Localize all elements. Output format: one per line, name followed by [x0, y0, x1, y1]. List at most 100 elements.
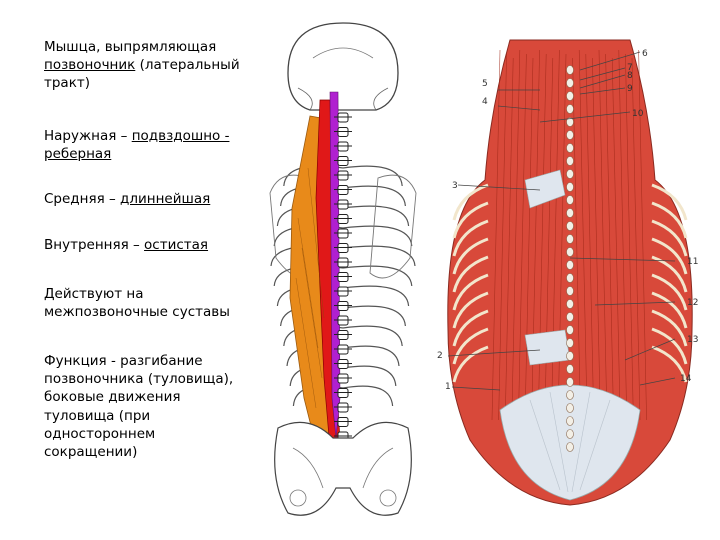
spinous-process [566, 195, 574, 205]
outer-prefix: Наружная – [44, 128, 132, 144]
rib-right [342, 205, 410, 227]
rib-right [342, 285, 410, 307]
spinous-process [566, 325, 574, 335]
rib-right [342, 165, 403, 187]
figure-label-9: 9 [627, 84, 633, 94]
spinous-process [566, 429, 574, 439]
spinous-process [566, 364, 574, 374]
func-line5: одностороннем [44, 425, 156, 442]
rib-right [651, 345, 688, 383]
inner-term: остистая [144, 237, 209, 253]
rib-left [452, 291, 489, 329]
rib-left [452, 345, 489, 383]
rib-right [342, 265, 413, 287]
spinous-process [566, 143, 574, 153]
rib-right [342, 225, 413, 247]
spinous-process [566, 390, 574, 400]
spinous-processes [566, 65, 574, 452]
torso-muscle-mass [447, 39, 693, 506]
spinous-process [566, 91, 574, 101]
middle-term: длиннейшая [120, 191, 211, 207]
inner-prefix: Внутренняя – [44, 237, 145, 253]
text-block-erector-spinae: Мышца, выпрямляющая позвоночник (латерал… [44, 38, 259, 93]
rib-right [651, 291, 688, 329]
rib-right [342, 185, 406, 207]
rib-right [342, 385, 394, 407]
spinous-process [566, 234, 574, 244]
text-block-middle: Средняя – длиннейшая [44, 190, 259, 208]
spinous-process [566, 286, 574, 296]
figure-label-5: 5 [482, 79, 488, 89]
text-block-action: Действуют на межпозвоночные суставы [44, 285, 259, 321]
skull-shape [287, 22, 399, 111]
figure-label-11: 11 [687, 257, 698, 267]
spinous-process [566, 65, 574, 75]
figure-label-13: 13 [687, 335, 698, 345]
text-block-function: Функция - разгибание позвоночника (тулов… [44, 352, 259, 461]
spinous-process [566, 117, 574, 127]
spinous-process [566, 208, 574, 218]
func-line2: позвоночника (туловища), [44, 371, 234, 388]
rib-right [651, 183, 688, 221]
spinous-process [566, 312, 574, 322]
figure-label-14: 14 [680, 374, 692, 384]
intro-line1: Мышца, выпрямляющая [44, 39, 217, 55]
spinous-process [566, 442, 574, 452]
rib-left [452, 309, 489, 347]
rib-right [651, 219, 688, 257]
spinous-process [566, 351, 574, 361]
text-block-inner: Внутренняя – остистая [44, 236, 259, 254]
rib-left [452, 237, 489, 275]
rib-left [452, 255, 489, 293]
spinous-process [566, 377, 574, 387]
rib-right [342, 245, 416, 267]
rib-right [651, 237, 688, 275]
acts-line1: Действуют на [44, 286, 144, 302]
deep-back-muscles-figure: 1 2 3 4 5 6 7 8 9 10 11 12 13 14 [437, 39, 698, 506]
spinous-process [566, 169, 574, 179]
rib-right [651, 255, 688, 293]
rib-arches [452, 183, 688, 383]
rib-right [651, 327, 688, 365]
spinous-process [566, 182, 574, 192]
rib-right [651, 309, 688, 347]
rib-right [342, 325, 403, 347]
figure-label-12: 12 [687, 298, 698, 308]
spinous-process [566, 247, 574, 257]
spinous-process [566, 104, 574, 114]
text-block-outer: Наружная – подвздошно - реберная [44, 127, 259, 163]
rib-left [452, 219, 489, 257]
acts-line2: межпозвоночные суставы [44, 304, 230, 321]
intro-term-spine: позвоночник [44, 57, 136, 74]
outer-term-line2: реберная [44, 146, 112, 163]
rib-right [342, 305, 406, 327]
figure-label-3: 3 [452, 181, 458, 191]
func-line6: сокращении) [44, 444, 138, 461]
figure-label-6: 6 [642, 49, 648, 59]
figure-label-10: 10 [632, 109, 644, 119]
rib-right [342, 365, 397, 387]
figure-label-7: 7 [627, 63, 633, 73]
figure-label-4: 4 [482, 97, 488, 107]
spinous-process [566, 338, 574, 348]
skeleton-back-figure [269, 22, 417, 516]
spinous-process [566, 156, 574, 166]
spinous-process [566, 416, 574, 426]
spinous-process [566, 130, 574, 140]
spinous-process [566, 221, 574, 231]
rib-right [651, 201, 688, 239]
middle-prefix: Средняя – [44, 191, 121, 207]
outer-term-line1: подвздошно - [131, 128, 230, 144]
rib-right [342, 345, 400, 367]
rib-right [651, 273, 688, 311]
spinous-process [566, 403, 574, 413]
func-line3: боковые движения [44, 389, 181, 406]
figure-label-1: 1 [445, 382, 451, 392]
spinous-process [566, 78, 574, 88]
pelvis-shape [274, 421, 412, 516]
rib-left [452, 327, 489, 365]
figure-label-8: 8 [627, 71, 633, 81]
spinous-process [566, 299, 574, 309]
rib-left [452, 201, 489, 239]
rib-left [452, 273, 489, 311]
